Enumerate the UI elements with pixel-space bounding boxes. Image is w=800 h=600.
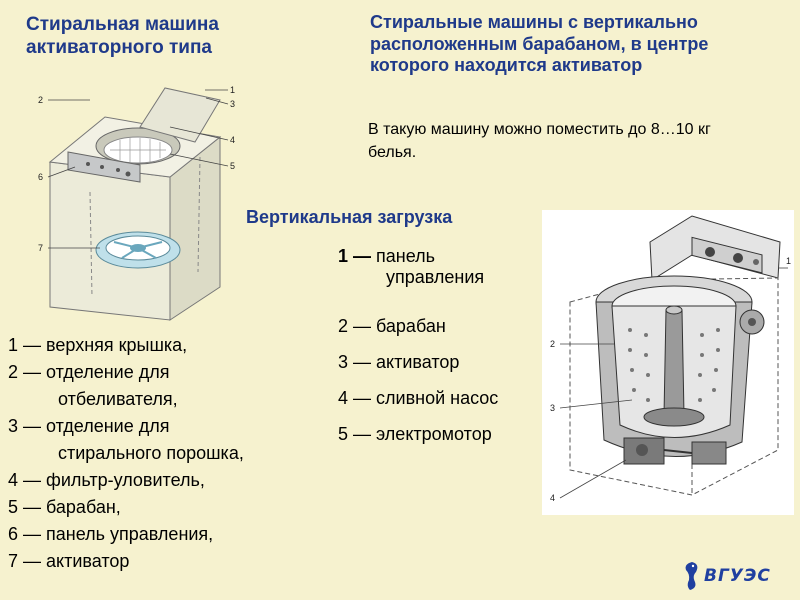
- left-label-7: 7: [38, 243, 43, 253]
- left-label-4: 4: [230, 135, 235, 145]
- legend-right-text: панель: [376, 246, 436, 266]
- left-label-1: 1: [230, 85, 235, 95]
- left-label-5: 5: [230, 161, 235, 171]
- legend-left-line: 4 — фильтр-уловитель,: [8, 470, 205, 490]
- legend-right: 1 — панель управления 2 — барабан 3 — ак…: [338, 246, 548, 460]
- right-label-1: 1: [786, 256, 791, 266]
- capacity-note: В такую машину можно поместить до 8…10 к…: [368, 121, 711, 162]
- legend-left: 1 — верхняя крышка, 2 — отделение для от…: [8, 332, 328, 575]
- legend-right-item: 3 — активатор: [338, 352, 460, 372]
- legend-right-item: 5 — электромотор: [338, 424, 492, 444]
- legend-right-item: 1 — панель управления: [338, 246, 548, 316]
- legend-left-line: стирального порошка,: [58, 443, 244, 463]
- legend-right-text: управления: [386, 267, 485, 287]
- left-label-6: 6: [38, 172, 43, 182]
- legend-left-line: 3 — отделение для: [8, 416, 170, 436]
- left-label-3: 3: [230, 99, 235, 109]
- right-label-4: 4: [550, 493, 555, 503]
- legend-left-line: 6 — панель управления,: [8, 524, 214, 544]
- university-logo: ВГУЭС: [676, 558, 786, 594]
- washer-illustration-left: 2 1 3 4 5 6 7: [38, 85, 235, 321]
- legend-left-line: 7 — активатор: [8, 551, 130, 571]
- legend-left-line: 1 — верхняя крышка,: [8, 335, 188, 355]
- washer-cutaway-illustration-right: 1 2 3 4: [542, 210, 794, 515]
- right-label-2: 2: [550, 339, 555, 349]
- logo-text: ВГУЭС: [704, 566, 771, 586]
- legend-left-line: отбеливателя,: [58, 389, 178, 409]
- subheading-vertical-loading: Вертикальная загрузка: [246, 207, 453, 227]
- left-label-2: 2: [38, 95, 43, 105]
- title-left: Стиральная машина активаторного типа: [26, 14, 219, 58]
- right-label-3: 3: [550, 403, 555, 413]
- seahorse-icon: [685, 562, 698, 590]
- legend-right-number: 1 —: [338, 246, 372, 266]
- legend-right-item: 4 — сливной насос: [338, 388, 499, 408]
- legend-left-line: 5 — барабан,: [8, 497, 121, 517]
- legend-right-item: 2 — барабан: [338, 316, 446, 336]
- title-right: Стиральные машины с вертикально располож…: [370, 12, 709, 76]
- legend-left-line: 2 — отделение для: [8, 362, 170, 382]
